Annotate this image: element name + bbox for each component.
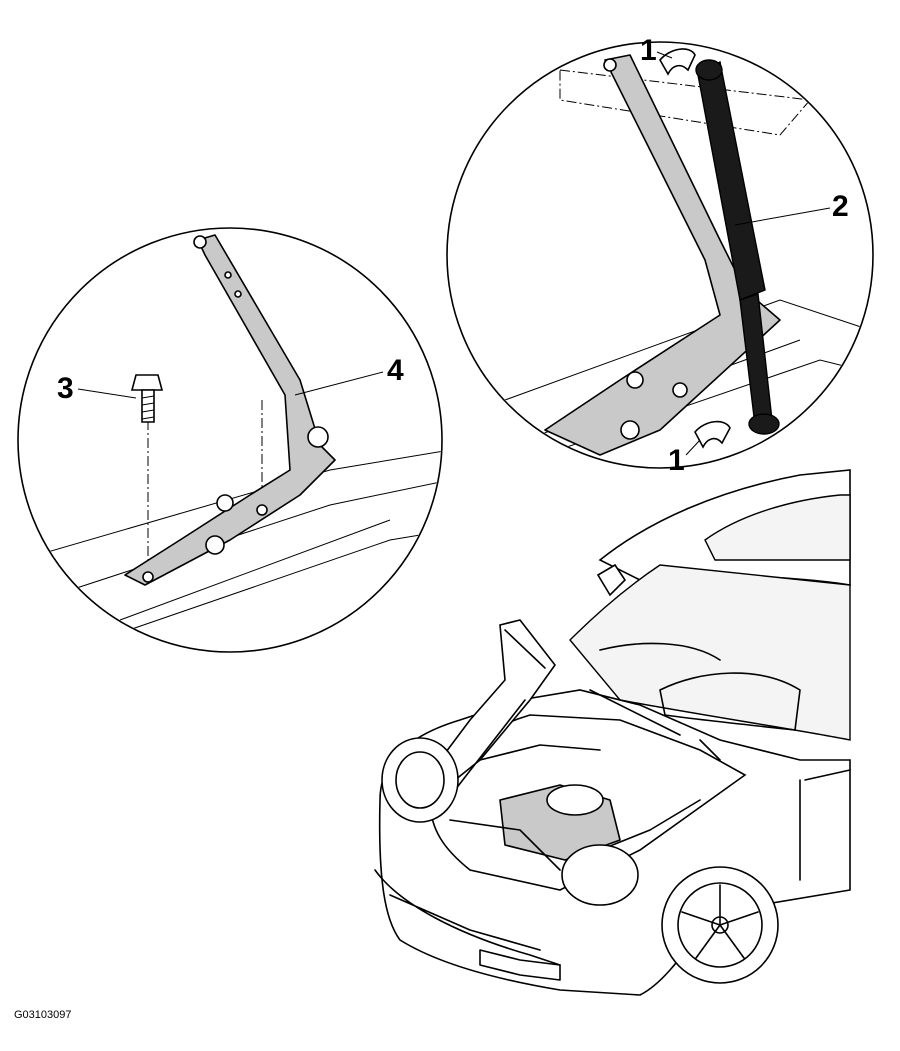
bumper-vent [479, 949, 561, 981]
leader-lines [77, 51, 831, 456]
leader-4 [294, 371, 384, 396]
callout-1-top: 1 [640, 34, 657, 67]
leader-3 [77, 388, 137, 399]
bonnet-edge [454, 629, 546, 791]
wiper [589, 689, 721, 761]
callout-labels: 1 1 2 3 4 [57, 34, 849, 477]
side-mirror [596, 563, 627, 597]
hinge-arm-right [544, 54, 781, 456]
gas-strut-end-top [695, 59, 723, 81]
hinge-pivot-left [307, 426, 329, 448]
callout-2: 2 [832, 190, 849, 223]
hinge-bolt-right-1 [626, 371, 644, 389]
hinge-mount-hole-2 [256, 504, 268, 516]
detail-circle-hinge [17, 227, 443, 653]
headlight-left [381, 737, 459, 823]
figure-id: G03103097 [14, 1009, 72, 1021]
callout-3: 3 [57, 372, 74, 405]
panel-lines-left [19, 449, 441, 641]
gas-strut-end-bottom [748, 413, 780, 435]
wheel-spokes [681, 884, 759, 959]
hinge-bolt-head [130, 374, 164, 391]
hinge-hole-2 [234, 290, 242, 298]
hinge-mount-hole-1 [142, 571, 154, 583]
wheel-hub [711, 916, 729, 934]
retaining-clip-top [659, 48, 696, 76]
hinge-arm-left [124, 234, 336, 586]
detail-circle-right [446, 41, 874, 469]
front-bumper [374, 869, 561, 966]
headlight-left-inner [395, 751, 445, 809]
retaining-clip-bottom [694, 420, 731, 449]
headlight-right [561, 844, 639, 906]
trunk-reservoir [546, 784, 604, 816]
detail-circle-left [17, 227, 443, 653]
hinge-pin-top [603, 58, 617, 72]
leader-2 [734, 207, 831, 226]
interior-seat [659, 672, 801, 731]
hinge-bolt-left-2 [205, 535, 225, 555]
detail-circle-gas-strut [446, 41, 874, 469]
door-line [799, 769, 851, 881]
leader-1-bottom [685, 439, 701, 456]
windscreen [569, 564, 851, 741]
hinge-bolt-thread [141, 395, 155, 420]
hinge-hole-1 [224, 271, 232, 279]
callout-1-bottom: 1 [668, 444, 685, 477]
hinge-pin-left [193, 235, 207, 249]
hinge-bolt-left-1 [216, 494, 234, 512]
leader-1-top [656, 51, 673, 59]
front-wheel-rim [677, 882, 763, 968]
hinge-bolt-right-2 [672, 382, 688, 398]
sunroof [704, 494, 851, 561]
car-illustration [374, 469, 851, 996]
trunk-detail [449, 744, 701, 871]
hood-outline-dash [559, 69, 811, 136]
callout-4: 4 [387, 354, 404, 387]
hinge-bolt-right-3 [620, 420, 640, 440]
interior-seat-2 [599, 642, 721, 661]
